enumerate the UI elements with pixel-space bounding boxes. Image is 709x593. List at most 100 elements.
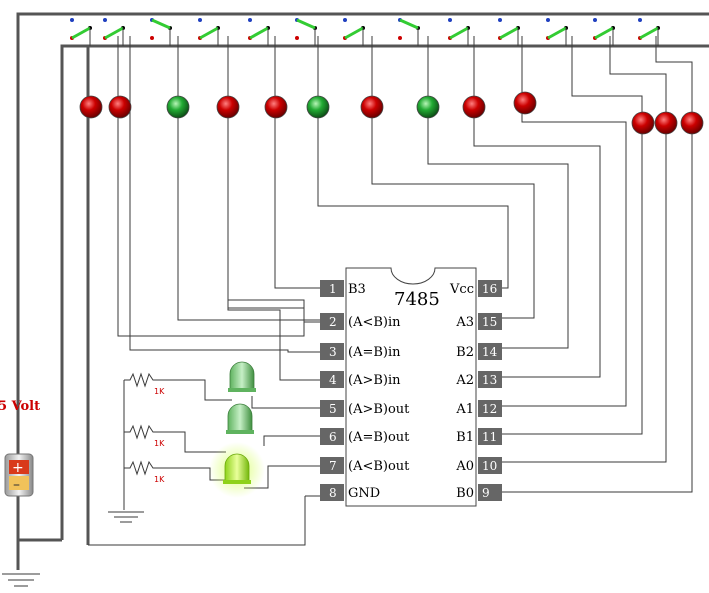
toggle-switch[interactable] [248,18,270,46]
chip-pin: 12 A1 [455,400,502,417]
input-led-row [79,91,704,135]
chip-pin: 3(A=B)in [320,343,401,360]
input-led [631,111,655,135]
toggle-switch[interactable] [150,18,172,46]
toggle-switch[interactable] [103,18,125,46]
output-wiring [88,379,320,546]
pin-number: 4 [329,373,337,387]
output-led-bank [209,361,265,498]
input-led [108,95,132,119]
pin-label: (A=B)in [348,345,401,360]
pin-label: (A>B)out [348,402,410,417]
input-led [513,91,537,115]
chip-left-pins: 1 B3 2 (A<B)in 3(A=B)in 4 (A>B)in 5 (A>B)out 6 (A=… [320,280,410,501]
pin-label: (A<B)in [348,315,401,330]
pin-label: B0 [456,486,474,501]
pin-label: A0 [455,459,474,474]
pin-number: 9 [482,486,490,500]
pin-label: B3 [348,282,366,297]
input-led [264,95,288,119]
svg-text:+: + [12,460,24,476]
chip-right-pins: 16 Vcc 15 A3 14 B2 13 A2 12 A1 11 B1 10 A0 9 B0 [449,280,502,501]
chip-pin: 7 (A<B)out [320,457,410,474]
resistor-label: 1K [154,475,165,484]
pin-label: A2 [455,373,474,388]
pin-label: (A=B)out [348,430,410,445]
chip-pin: 6 (A=B)out [320,428,410,445]
output-led [228,361,256,392]
chip-pin: 16 Vcc [449,280,502,297]
toggle-switch[interactable] [70,18,92,46]
chip-pin: 2 (A<B)in [320,313,401,330]
toggle-switch[interactable] [295,18,317,46]
input-led [306,95,330,119]
chip-pin: 1 B3 [320,280,366,297]
pin-number: 6 [329,430,337,444]
toggle-switch[interactable] [343,18,365,46]
ic-7485-chip: 7485 [345,267,477,507]
toggle-switch[interactable] [398,18,420,46]
pin-label: (A>B)in [348,373,401,388]
input-led [462,95,486,119]
chip-name: 7485 [394,289,440,310]
input-led [216,95,240,119]
pin-number: 16 [482,282,497,296]
input-led [79,95,103,119]
output-led [209,442,265,498]
input-led [680,111,704,135]
chip-pin: 5 (A>B)out [320,400,410,417]
pin-number: 1 [329,282,337,296]
chip-pin: 10 A0 [455,457,502,474]
toggle-switch[interactable] [198,18,220,46]
pin-label: (A<B)out [348,459,410,474]
battery-voltage-label: 5 Volt [0,399,40,414]
pin-label: GND [348,486,380,501]
pin-number: 14 [482,345,498,359]
input-switch-bank [70,18,660,46]
pin-label: B1 [456,430,474,445]
resistor: 1K [124,460,170,484]
toggle-switch[interactable] [593,18,615,46]
toggle-switch[interactable] [546,18,568,46]
input-led [654,111,678,135]
toggle-switch[interactable] [498,18,520,46]
resistor: 1K [124,424,170,448]
chip-pin: 15 A3 [455,313,502,330]
pin-number: 11 [482,430,497,444]
resistor-label: 1K [154,387,165,396]
chip-pin: 8 GND [320,484,380,501]
chip-pin: 13 A2 [455,371,502,388]
pin-label: Vcc [449,282,474,297]
pin-label: B2 [456,345,474,360]
ground-symbol [2,573,40,587]
battery-icon: + – [4,453,34,497]
battery: 5 Volt + – [0,399,40,497]
pin-number: 5 [329,402,337,416]
output-led [226,403,254,434]
pin-number: 13 [482,373,497,387]
pin-label: A1 [455,402,474,417]
pin-number: 12 [482,402,497,416]
pin-number: 15 [482,315,497,329]
resistor: 1K [124,372,170,396]
resistor-label: 1K [154,439,165,448]
chip-pin: 9 B0 [456,484,502,501]
toggle-switch[interactable] [638,18,660,46]
pin-number: 2 [329,315,337,329]
power-rails [16,12,709,570]
input-led [360,95,384,119]
chip-pin: 14 B2 [456,343,502,360]
input-led [166,95,190,119]
resistor-bank: 1K 1K 1K [124,372,170,484]
toggle-switch[interactable] [448,18,470,46]
chip-pin: 4 (A>B)in [320,371,401,388]
input-wiring [117,36,693,493]
pin-number: 8 [329,486,337,500]
pin-label: A3 [455,315,474,330]
pin-number: 7 [329,459,337,473]
chip-pin: 11 B1 [456,428,502,445]
svg-text:–: – [13,477,20,493]
pin-number: 10 [482,459,497,473]
input-led [416,95,440,119]
